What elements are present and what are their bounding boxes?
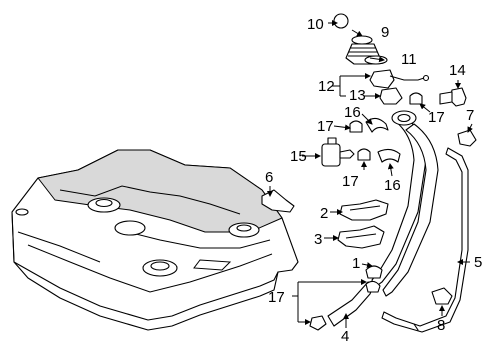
- callout-17-right: 17: [428, 109, 445, 126]
- callout-11: 11: [401, 51, 417, 68]
- hose-lower: [377, 148, 401, 163]
- callout-12: 12: [318, 78, 335, 95]
- filler-neck: [371, 110, 439, 297]
- callout-9: 9: [381, 24, 389, 41]
- leader-lines: [267, 20, 473, 328]
- callout-16-upper: 16: [344, 104, 361, 121]
- filler-protector-lower: [337, 225, 385, 249]
- callout-14: 14: [449, 62, 466, 79]
- callout-17-upper: 17: [317, 118, 334, 135]
- hose-clamp-1: [349, 120, 363, 133]
- filler-pipe-lower: [379, 87, 403, 105]
- callout-1: 1: [352, 255, 360, 272]
- callout-2: 2: [320, 205, 328, 222]
- callout-16-lower: 16: [384, 177, 401, 194]
- vent-elbow: [439, 87, 467, 107]
- hose-upper: [365, 117, 389, 133]
- callout-7: 7: [466, 107, 474, 124]
- hose-clamp-3: [409, 92, 423, 105]
- callout-labels: 10 9 11 12 13 14 16 17 17 7 15 17 16 6 2…: [265, 16, 482, 345]
- callout-17-middle: 17: [342, 173, 359, 190]
- callout-4: 4: [341, 328, 349, 345]
- hose-clamp-5: [309, 315, 327, 331]
- vent-clamp: [457, 129, 477, 147]
- hose-clamp-2: [357, 148, 371, 161]
- callout-10: 10: [307, 16, 324, 33]
- fuel-tank: [11, 149, 299, 331]
- callout-6: 6: [265, 169, 273, 186]
- callout-8: 8: [437, 317, 445, 334]
- callout-17-bottom: 17: [268, 289, 285, 306]
- callout-3: 3: [314, 231, 322, 248]
- callout-5: 5: [474, 254, 482, 271]
- filler-pipe-upper: [369, 69, 430, 89]
- callout-13: 13: [349, 87, 366, 104]
- vent-tube: [381, 147, 469, 333]
- filler-clamp: [365, 265, 383, 279]
- cap-gasket: [333, 13, 349, 29]
- filler-protector: [339, 199, 389, 221]
- check-valve: [321, 137, 355, 167]
- hose-clamp-4: [365, 280, 381, 293]
- vent-bracket: [431, 287, 453, 305]
- callout-15: 15: [290, 148, 307, 165]
